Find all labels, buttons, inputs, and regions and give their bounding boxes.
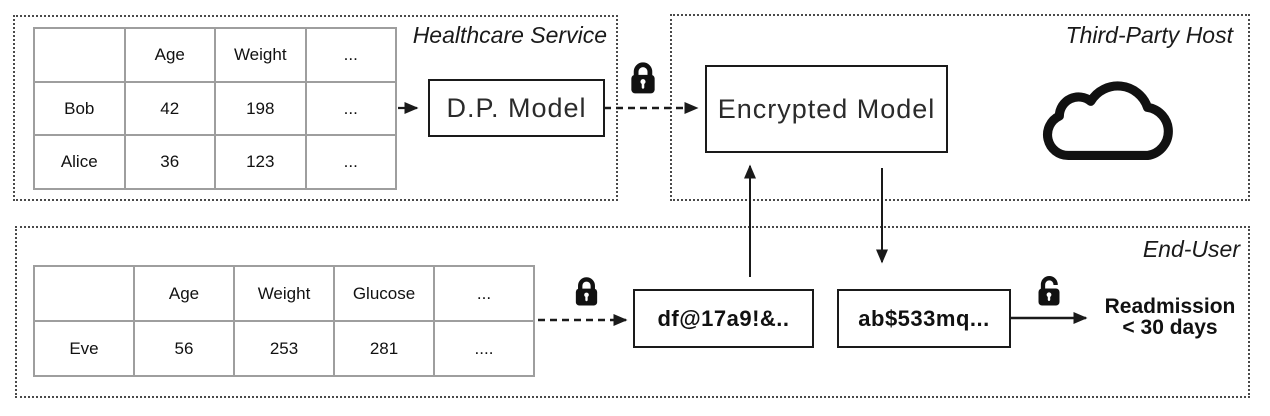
table-cell: ....	[433, 320, 535, 377]
encrypted-result-node: ab$533mq...	[837, 289, 1011, 348]
table-cell: 281	[333, 320, 435, 377]
readmission-result-label: Readmission < 30 days	[1096, 296, 1244, 338]
table-cell: Glucose	[333, 265, 435, 322]
table-cell: ...	[304, 134, 397, 190]
lock-closed-icon	[631, 62, 655, 94]
table-cell	[33, 27, 126, 83]
table-cell: Weight	[233, 265, 335, 322]
table-cell: Age	[123, 27, 216, 83]
table-row: Alice 36 123 ...	[33, 134, 397, 190]
table-cell: ...	[304, 27, 397, 83]
result-line-2: < 30 days	[1122, 316, 1218, 339]
lock-closed-icon	[575, 277, 598, 306]
table-cell: Weight	[214, 27, 307, 83]
table-cell: ...	[304, 81, 397, 136]
table-cell: 36	[123, 134, 216, 190]
table-cell	[33, 265, 135, 322]
lock-open-icon	[1038, 276, 1060, 306]
table-cell: 123	[214, 134, 307, 190]
dp-model-node: D.P. Model	[428, 79, 605, 137]
healthcare-service-title: Healthcare Service	[412, 22, 607, 48]
table-cell: 198	[214, 81, 307, 136]
table-cell: 253	[233, 320, 335, 377]
table-row: Eve 56 253 281 ....	[33, 320, 535, 377]
third-party-host-title: Third-Party Host	[1065, 22, 1233, 48]
encrypted-query-node: df@17a9!&..	[633, 289, 814, 348]
encrypted-model-node: Encrypted Model	[705, 65, 948, 153]
healthcare-table: Age Weight ... Bob 42 198 ... Alice 36 1…	[33, 27, 397, 190]
cloud-icon	[1042, 81, 1173, 161]
table-cell: Bob	[33, 81, 126, 136]
table-cell: 56	[133, 320, 235, 377]
table-header-row: Age Weight Glucose ...	[33, 265, 535, 322]
table-row: Bob 42 198 ...	[33, 81, 397, 136]
table-cell: Eve	[33, 320, 135, 377]
table-cell: ...	[433, 265, 535, 322]
table-cell: 42	[123, 81, 216, 136]
result-line-1: Readmission	[1104, 295, 1236, 318]
table-cell: Alice	[33, 134, 126, 190]
end-user-title: End-User	[1142, 236, 1240, 262]
end-user-table: Age Weight Glucose ... Eve 56 253 281 ..…	[33, 265, 535, 377]
table-header-row: Age Weight ...	[33, 27, 397, 83]
table-cell: Age	[133, 265, 235, 322]
end-user-region	[15, 226, 1250, 398]
